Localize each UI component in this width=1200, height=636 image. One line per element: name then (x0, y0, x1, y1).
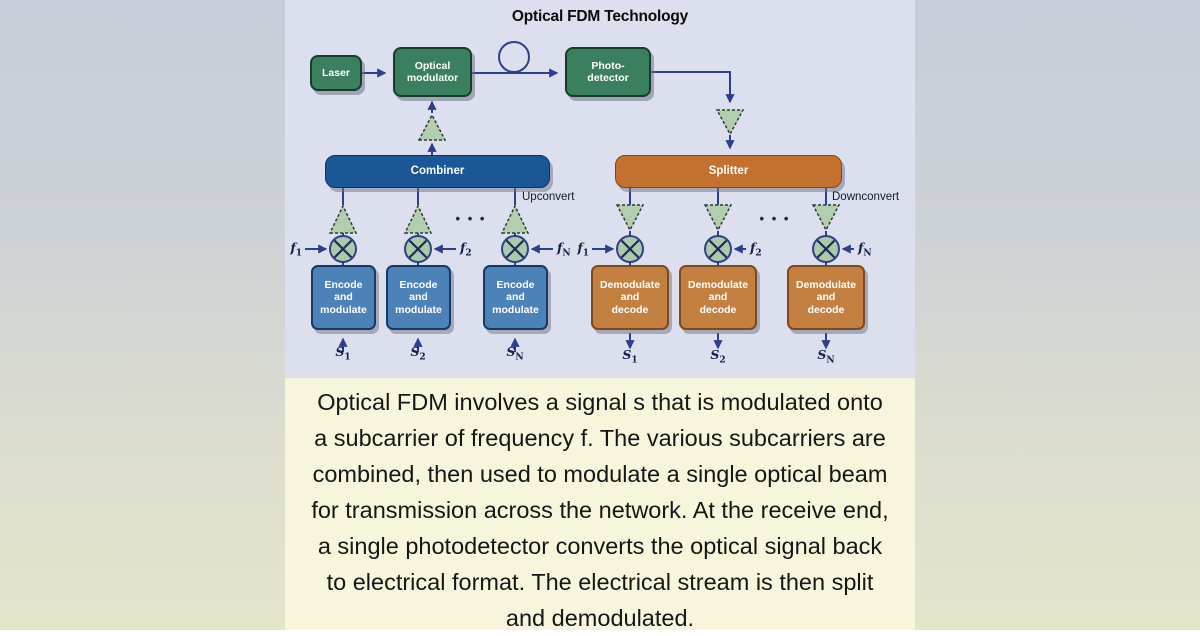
caption-line: a single photodetector converts the opti… (317, 533, 883, 559)
combiner-box: Combiner (325, 155, 550, 188)
mixer-icon (704, 235, 732, 263)
tx-mixers (329, 235, 529, 263)
rx-signal-label-2: S2 (710, 347, 726, 366)
tx-signal-label-3: SN (506, 344, 524, 363)
amplifier-triangle-icon (417, 113, 447, 141)
optical-fdm-diagram: Optical FDM Technology Laser Optical mod… (285, 0, 915, 378)
mixer-icon (329, 235, 357, 263)
rx-freq-label-2: f2 (750, 240, 762, 259)
caption-line: for transmission across the network. At … (311, 497, 889, 523)
amplifier-triangle-icon (811, 204, 841, 232)
rx-mixers (616, 235, 840, 263)
photo-detector-box: Photo- detector (565, 47, 651, 97)
figure-panel: Optical FDM Technology Laser Optical mod… (285, 0, 915, 631)
figure-caption: Optical FDM involves a signal s that is … (285, 378, 915, 631)
tx-ellipsis: • • • (455, 211, 487, 226)
diagram-title: Optical FDM Technology (511, 8, 689, 25)
amplifier-triangle-icon (615, 204, 645, 232)
diagram-wires (305, 41, 854, 352)
amplifier-triangle-icon (715, 109, 745, 136)
upconvert-label: Upconvert (522, 191, 575, 203)
rx-signal-label-1: S1 (622, 347, 638, 366)
rx-freq-label-3: fN (858, 240, 872, 259)
mixer-icon (404, 235, 432, 263)
tx-freq-label-1: f1 (290, 240, 302, 259)
splitter-box: Splitter (615, 155, 842, 188)
rx-ellipsis: • • • (759, 211, 791, 226)
amplifier-triangle-icon (328, 204, 358, 234)
caption-line: to electrical format. The electrical str… (326, 569, 874, 595)
amplifier-triangle-icon (403, 204, 433, 234)
fiber-loop-icon (498, 41, 530, 73)
caption-line: and demodulated. (505, 605, 695, 631)
amplifier-triangle-icon (703, 204, 733, 232)
caption-line: a subcarrier of frequency f. The various… (314, 425, 886, 451)
tx-signal-label-2: S2 (410, 344, 426, 363)
rx-amplifier-triangles (615, 204, 841, 232)
mixer-icon (501, 235, 529, 263)
caption-line: Optical FDM involves a signal s that is … (317, 389, 883, 415)
mixer-icon (812, 235, 840, 263)
amplifier-triangle-icon (500, 204, 530, 234)
rx-freq-label-1: f1 (577, 240, 589, 259)
wire-photodetector-down (651, 71, 735, 104)
optical-modulator-box: Optical modulator (393, 47, 472, 97)
caption-line: combined, then used to modulate a single… (312, 461, 888, 487)
tx-freq-label-2: f2 (460, 240, 472, 259)
laser-box: Laser (310, 55, 362, 91)
tx-amplifier-triangles (328, 204, 530, 234)
mixer-icon (616, 235, 644, 263)
tx-freq-label-3: fN (557, 240, 571, 259)
downconvert-label: Downconvert (832, 191, 900, 203)
tx-signal-label-1: S1 (335, 344, 351, 363)
rx-signal-label-3: SN (817, 347, 835, 366)
